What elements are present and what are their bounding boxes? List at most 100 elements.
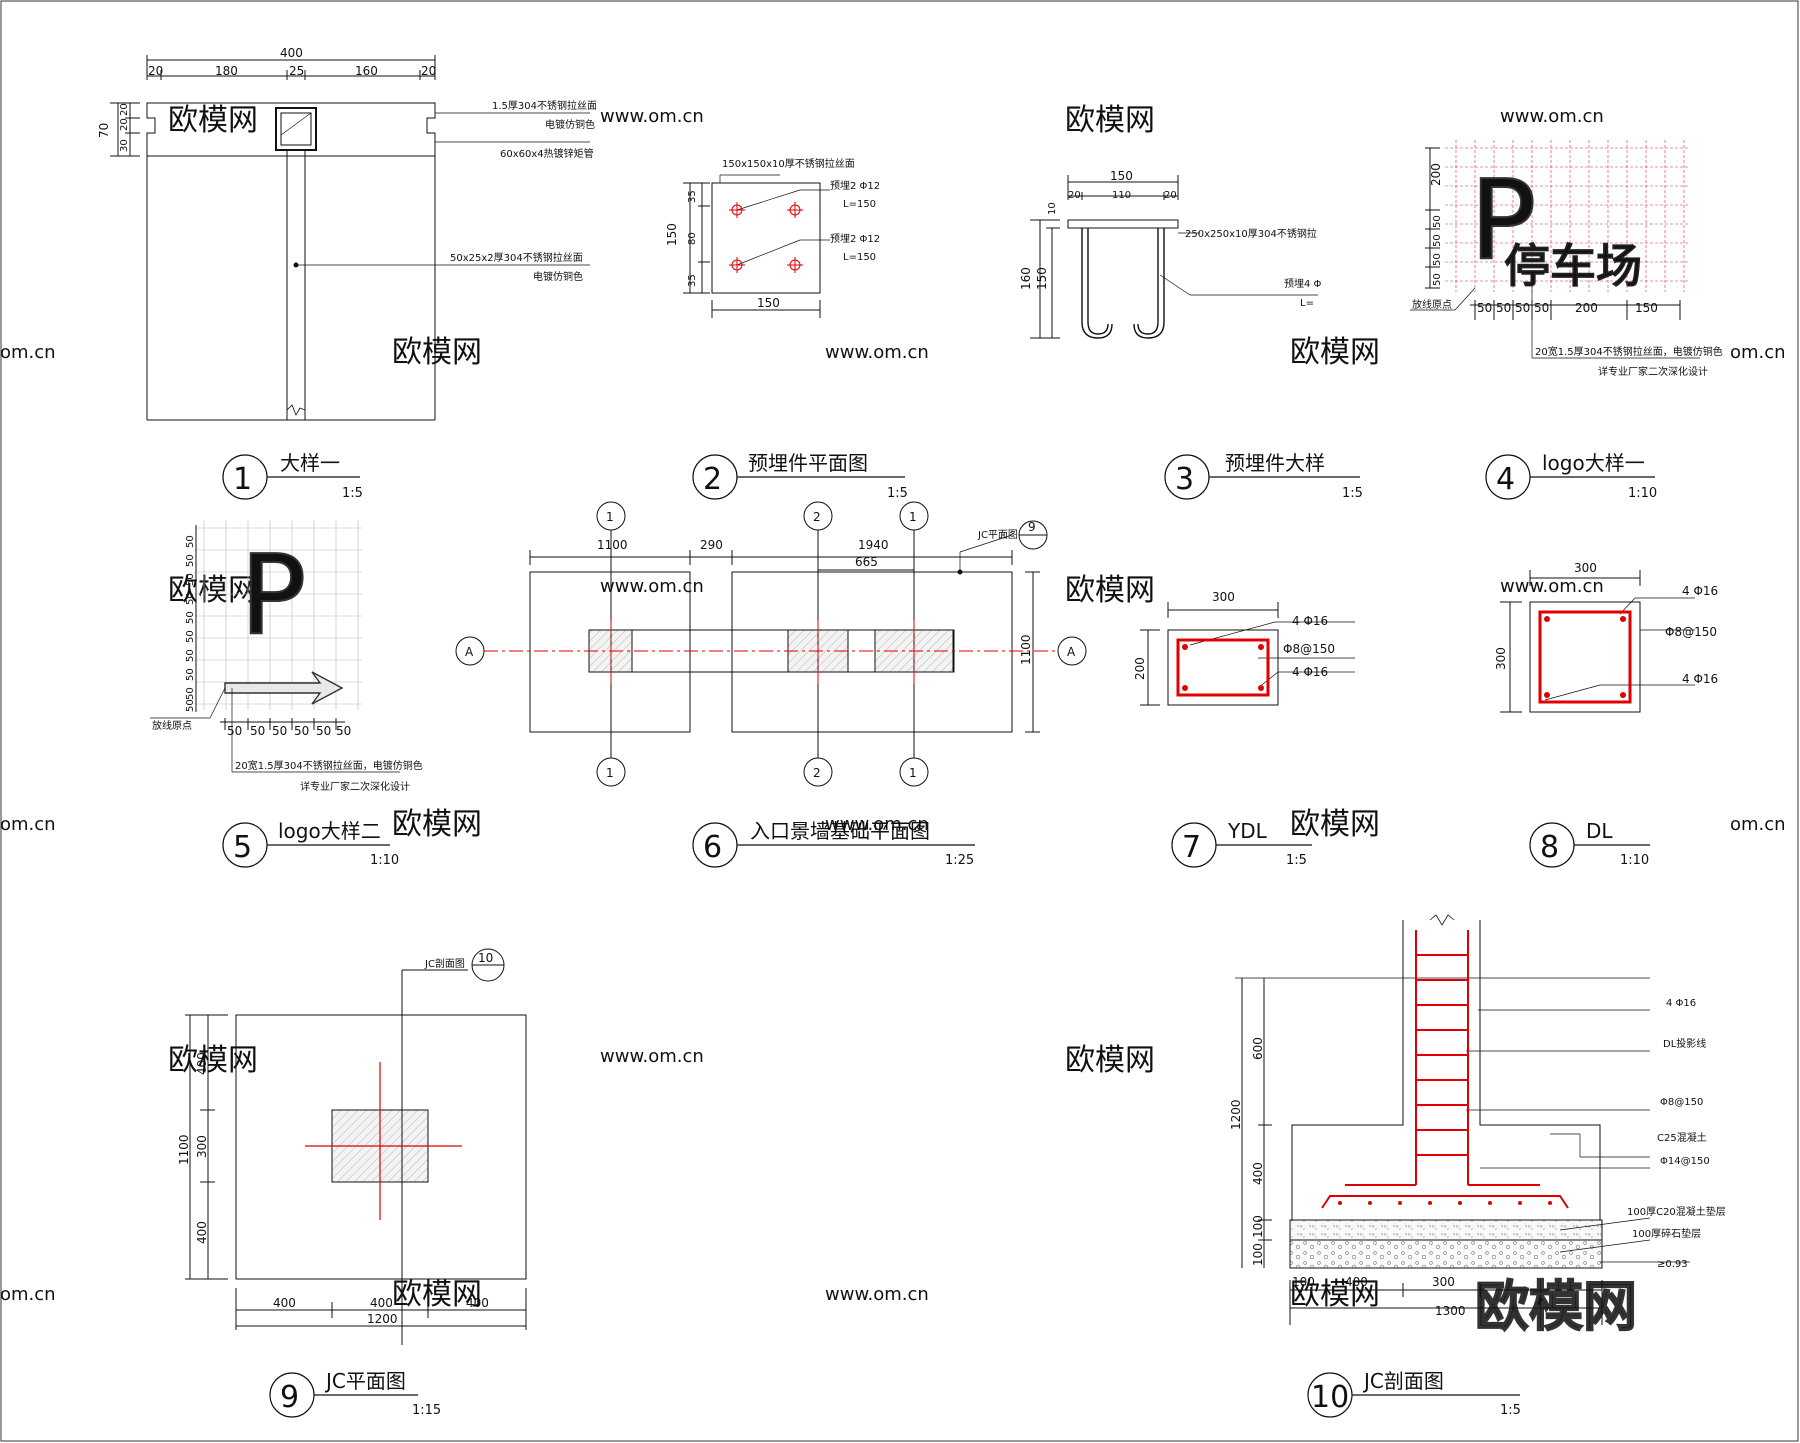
detail-5-title-block: 5 logo大样二 1:10 xyxy=(222,819,399,868)
dim-segment: 20 xyxy=(119,118,130,131)
watermark-url-partial: om.cn xyxy=(1730,814,1786,835)
dim-segment: 80 xyxy=(687,232,698,245)
material-note: 100厚碎石垫层 xyxy=(1632,1227,1701,1240)
watermark-brand: 欧模网 xyxy=(1065,1043,1155,1078)
dim-segment: 50 xyxy=(185,611,196,624)
dim-segment: 35 xyxy=(687,274,698,287)
dim-height: 1200 xyxy=(1229,1099,1243,1130)
axis-tag: 1 xyxy=(606,766,614,780)
watermark-url-partial: om.cn xyxy=(0,814,56,835)
dim-segment: 20 xyxy=(119,103,130,116)
detail-scale: 1:10 xyxy=(1620,853,1649,868)
watermark-url: www.om.cn xyxy=(600,106,704,127)
material-note: 50x25x2厚304不锈钢拉丝面 xyxy=(450,251,583,264)
axis-tag: 1 xyxy=(606,510,614,524)
dim-segment: 400 xyxy=(370,1296,393,1310)
detail-6-labels: 1100 290 1940 665 1100 JC平面图 9 1 2 1 1 2… xyxy=(465,510,1076,780)
watermark-layer: 欧模网 www.om.cn 欧模网 www.om.cn om.cn 欧模网 ww… xyxy=(0,103,1786,1339)
dim-segment: 400 xyxy=(1251,1162,1265,1185)
dim-segment: 50 xyxy=(1534,301,1549,315)
detail-6-title-block: 6 入口景墙基础平面图 1:25 xyxy=(692,819,975,868)
detail-7-labels: 300 200 4 Φ16 Φ8@150 4 Φ16 xyxy=(1133,590,1335,680)
detail-10-title-block: 10 JC剖面图 1:5 xyxy=(1307,1369,1521,1418)
logo-letter: P xyxy=(240,531,306,659)
detail-number: 2 xyxy=(703,462,722,497)
dim-segment: 150 xyxy=(1635,301,1658,315)
detail-6-centerline xyxy=(484,620,1058,685)
dim-height: 200 xyxy=(1133,657,1147,680)
watermark-brand: 欧模网 xyxy=(1065,573,1155,608)
dim-height: 300 xyxy=(1494,647,1508,670)
dim-width: 1940 xyxy=(858,538,889,552)
detail-9-centerline xyxy=(305,1062,462,1220)
material-note: 250x250x10厚304不锈钢拉 xyxy=(1185,227,1317,240)
dim-height: 160 xyxy=(1019,267,1033,290)
dim-total-width: 400 xyxy=(280,46,303,60)
dim-segment: 300 xyxy=(195,1135,209,1158)
dim-segment: 100 xyxy=(1251,1215,1265,1238)
watermark-brand: 欧模网 xyxy=(168,573,258,608)
rebar-length: L=150 xyxy=(843,199,876,210)
dim-segment: 50 xyxy=(185,592,196,605)
dim-segment: 400 xyxy=(195,1221,209,1244)
watermark-brand: 欧模网 xyxy=(392,1277,482,1312)
dim-height: 150 xyxy=(1035,267,1049,290)
detail-scale: 1:10 xyxy=(1628,486,1657,501)
material-note: 20宽1.5厚304不锈钢拉丝面，电镀仿铜色 xyxy=(1535,345,1723,358)
detail-5-dims xyxy=(150,525,400,773)
detail-6 xyxy=(455,501,1087,787)
dim-segment: 50 xyxy=(250,724,265,738)
detail-7-title-block: 7 YDL 1:5 xyxy=(1171,819,1312,868)
dim-width: 1200 xyxy=(367,1312,398,1326)
rebar-note: 4 Φ16 xyxy=(1682,672,1718,686)
detail-10-rebar-dots xyxy=(1338,1201,1552,1205)
dim-segment: 50 xyxy=(1496,301,1511,315)
watermark-url-partial: om.cn xyxy=(0,1284,56,1305)
rebar-note: 4 Φ16 xyxy=(1682,584,1718,598)
dim-segment: 50 xyxy=(185,630,196,643)
dim-width: 300 xyxy=(1212,590,1235,604)
rebar-note: Φ14@150 xyxy=(1660,1156,1710,1167)
detail-9-title-block: 9 JC平面图 1:15 xyxy=(269,1369,441,1418)
material-note: 150x150x10厚不锈钢拉丝面 xyxy=(722,157,855,170)
watermark-brand: 欧模网 xyxy=(1290,335,1380,370)
detail-7-rebar xyxy=(1176,638,1270,697)
detail-5-logo: P xyxy=(239,530,307,660)
watermark-url-partial: om.cn xyxy=(1730,342,1786,363)
detail-title: YDL xyxy=(1227,819,1268,843)
material-note: 1.5厚304不锈钢拉丝面 xyxy=(492,99,597,112)
dim-segment: 50 xyxy=(227,724,242,738)
detail-title: 大样一 xyxy=(280,451,340,475)
section-reference: JC平面图 xyxy=(977,529,1018,541)
material-note: C25混凝土 xyxy=(1657,1131,1707,1144)
detail-scale: 1:5 xyxy=(342,486,363,501)
detail-3 xyxy=(1030,175,1318,339)
detail-1 xyxy=(110,55,590,421)
detail-number: 5 xyxy=(233,830,252,865)
watermark-brand: 欧模网 xyxy=(1290,807,1380,842)
section-tag: A xyxy=(1067,645,1076,659)
section-tag: A xyxy=(465,645,474,659)
rebar-note: 预埋2 Φ12 xyxy=(830,233,880,245)
dim-segment: 50 xyxy=(294,724,309,738)
dim-segment: 50 xyxy=(1432,234,1443,247)
dim-segment: 20 xyxy=(421,64,436,78)
detail-10 xyxy=(1235,914,1690,1325)
watermark-brand: 欧模网 xyxy=(392,335,482,370)
rebar-note: 4 Φ16 xyxy=(1666,998,1696,1009)
axis-tag: 2 xyxy=(813,766,821,780)
dim-segment: 50 xyxy=(1432,273,1443,286)
detail-title: DL xyxy=(1586,819,1613,843)
dim-segment: 50 xyxy=(185,687,196,700)
dim-segment: 50 xyxy=(316,724,331,738)
watermark-url: www.om.cn xyxy=(1500,576,1604,597)
detail-4-dims xyxy=(1410,147,1700,359)
dim-segment: 25 xyxy=(289,64,304,78)
detail-number: 3 xyxy=(1175,462,1194,497)
dim-width: 665 xyxy=(855,555,878,569)
detail-scale: 1:5 xyxy=(1342,486,1363,501)
dim-height: 70 xyxy=(97,123,111,138)
dim-segment: 50 xyxy=(185,699,196,712)
detail-title: JC剖面图 xyxy=(1362,1369,1444,1393)
